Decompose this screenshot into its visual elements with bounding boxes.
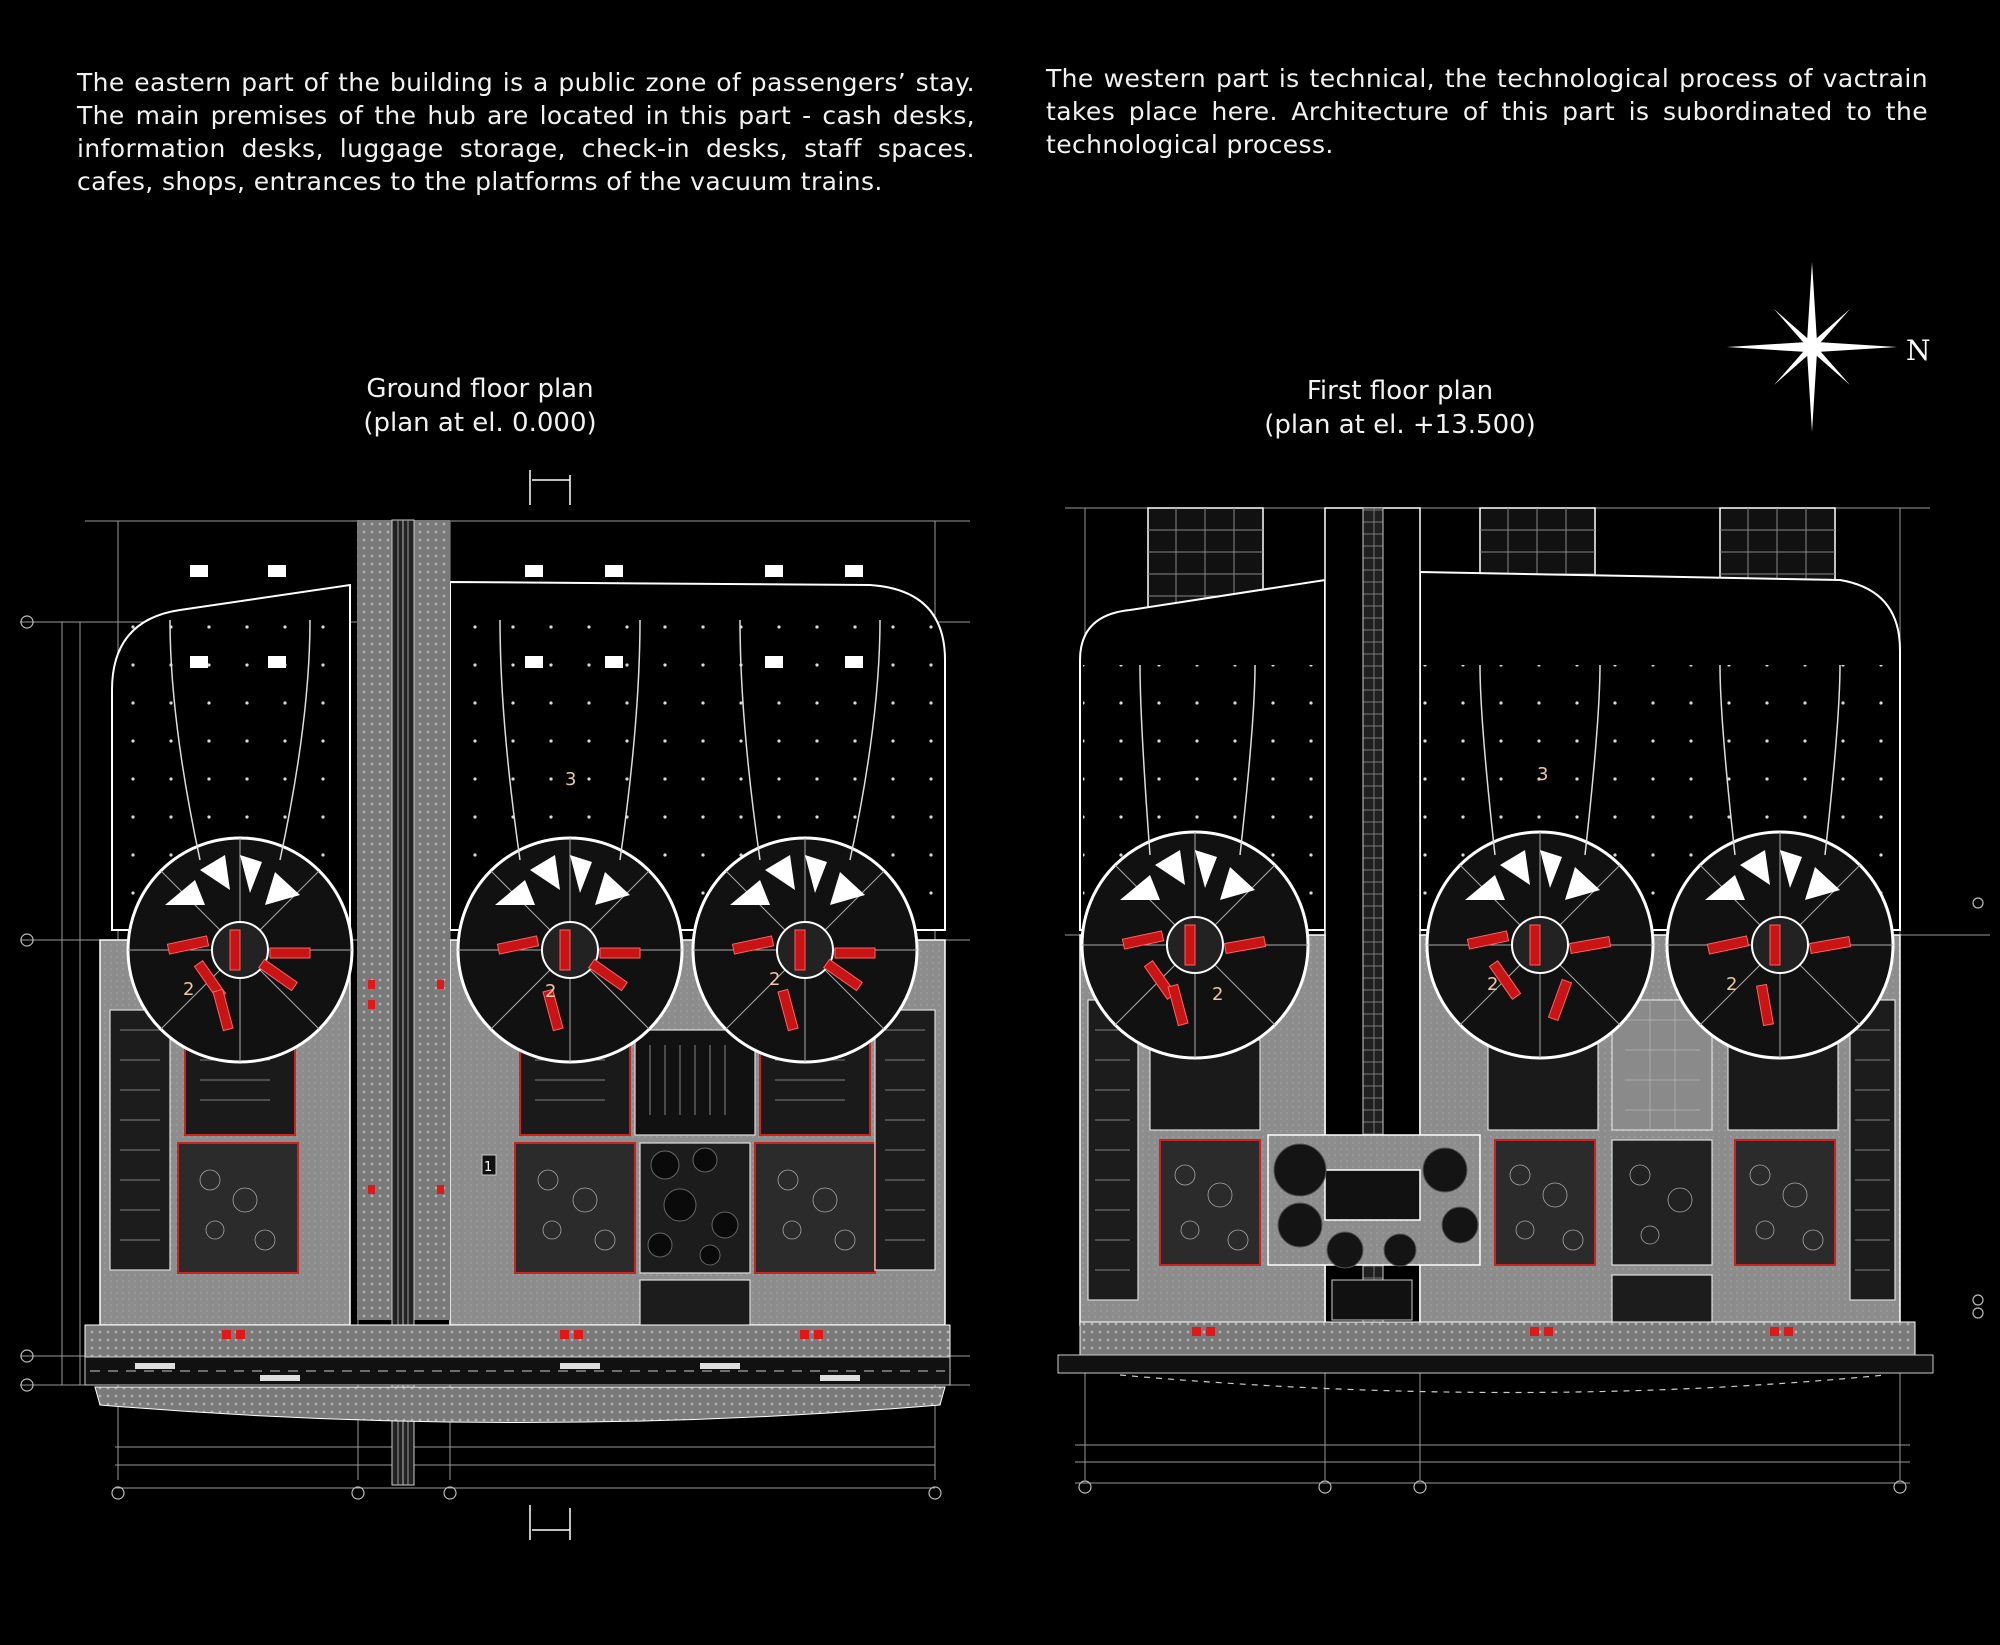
west-description-line: The western part is technical, the techn… bbox=[1046, 64, 1928, 93]
platform-dome bbox=[1425, 830, 1655, 1060]
west-description-line: takes place here. Architecture of this p… bbox=[1046, 97, 1928, 126]
ground-floor-plan-title: Ground floor plan (plan at el. 0.000) bbox=[300, 372, 660, 440]
north-label: N bbox=[1906, 334, 1931, 367]
zone-label-2: 2 bbox=[183, 979, 194, 1000]
platform-dome bbox=[126, 836, 354, 1064]
platform-dome bbox=[1665, 830, 1895, 1060]
ground-plan-title: Ground floor plan bbox=[366, 374, 594, 404]
zone-label-2: 2 bbox=[1212, 984, 1223, 1005]
platform-dome bbox=[456, 836, 684, 1064]
west-zone-description: The western part is technical, the techn… bbox=[1046, 62, 1928, 161]
ground-floor-plan: 3 2 2 2 1 bbox=[20, 470, 970, 1540]
zone-label-3: 3 bbox=[565, 769, 576, 790]
east-description-line: information desks, luggage storage, chec… bbox=[77, 134, 975, 163]
zone-label-2: 2 bbox=[769, 969, 780, 990]
platform-dome bbox=[1080, 830, 1310, 1060]
west-description-line: technological process. bbox=[1046, 130, 1334, 159]
zone-label-2: 2 bbox=[1487, 974, 1498, 995]
first-floor-plan-title: First floor plan (plan at el. +13.500) bbox=[1220, 374, 1580, 442]
zone-label-2: 2 bbox=[545, 981, 556, 1002]
east-description-line: The main premises of the hub are located… bbox=[77, 101, 975, 130]
first-plan-elevation: (plan at el. +13.500) bbox=[1264, 410, 1536, 440]
zone-label-2: 2 bbox=[1726, 974, 1737, 995]
first-plan-title: First floor plan bbox=[1306, 376, 1494, 406]
north-arrow-compass bbox=[1727, 262, 1897, 432]
platform-dome bbox=[691, 836, 919, 1064]
east-description-line: The eastern part of the building is a pu… bbox=[77, 68, 975, 97]
zone-label-3: 3 bbox=[1537, 764, 1548, 785]
ground-plan-elevation: (plan at el. 0.000) bbox=[363, 408, 597, 438]
first-floor-plan: 3 2 2 2 bbox=[1057, 507, 1990, 1494]
east-description-line: cafes, shops, entrances to the platforms… bbox=[77, 167, 883, 196]
zone-label-1: 1 bbox=[484, 1160, 492, 1175]
east-zone-description: The eastern part of the building is a pu… bbox=[77, 66, 975, 198]
